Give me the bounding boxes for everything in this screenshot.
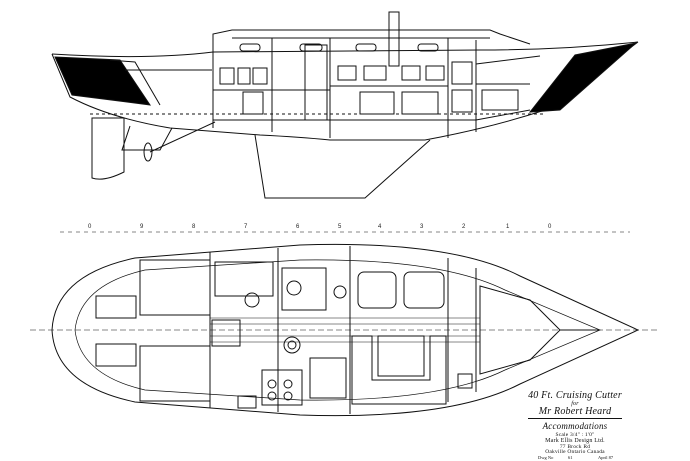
galley-sink <box>283 336 301 354</box>
for-label: for <box>571 401 579 407</box>
icebox <box>309 357 347 399</box>
head-compartment <box>281 267 327 311</box>
station-number: 4 <box>378 224 382 230</box>
locker <box>337 65 357 81</box>
locker <box>481 89 519 111</box>
saloon-chair <box>403 271 445 309</box>
locker <box>425 65 445 81</box>
skeg <box>121 125 173 151</box>
cockpit-locker <box>95 295 137 319</box>
firm-address: 77 Brock Rd <box>559 444 591 450</box>
stove-burner <box>267 379 277 389</box>
station-number: 2 <box>462 224 466 230</box>
stove-burner <box>267 391 277 401</box>
propeller <box>143 142 153 162</box>
plan-view <box>30 243 660 417</box>
head-toilet <box>286 280 302 296</box>
door <box>304 44 328 121</box>
nav-seat <box>242 91 264 115</box>
galley-sink-inner <box>287 340 297 350</box>
station-number: 7 <box>244 224 248 230</box>
locker <box>401 65 421 81</box>
stern-dark-panel <box>54 56 152 106</box>
profile-view <box>51 11 639 199</box>
design-firm: Mark Ellis Design Ltd. <box>545 438 605 444</box>
v-berth <box>479 285 561 375</box>
station-number: 3 <box>420 224 424 230</box>
bow-dark-panel <box>528 42 638 113</box>
station-number: 0 <box>548 224 552 230</box>
locker <box>219 67 235 85</box>
v-berth <box>475 55 541 121</box>
profile-sheer <box>51 41 639 58</box>
portlight <box>417 43 439 52</box>
station-numbers: 0 9 8 7 6 5 4 3 2 1 0 <box>88 224 552 230</box>
station-number: 6 <box>296 224 300 230</box>
portlight <box>239 43 261 52</box>
quarter-berth <box>139 345 211 402</box>
companionway <box>211 319 241 347</box>
station-number: 9 <box>140 224 144 230</box>
washbasin <box>333 285 347 299</box>
settee <box>359 91 395 115</box>
station-number: 0 <box>88 224 92 230</box>
saloon-chair <box>357 271 397 309</box>
station-number: 8 <box>192 224 196 230</box>
stove-burner <box>283 391 293 401</box>
rudder <box>91 117 125 180</box>
nav-station <box>214 261 274 297</box>
cockpit-locker <box>95 343 137 367</box>
locker <box>451 89 473 113</box>
dinette-table <box>377 335 425 377</box>
keel <box>254 134 431 199</box>
station-number: 1 <box>506 224 510 230</box>
locker <box>237 67 251 85</box>
stern-hatch <box>109 59 212 106</box>
mast <box>388 11 400 67</box>
u-settee <box>351 335 447 405</box>
portlight <box>299 43 323 52</box>
stove-burner <box>283 379 293 389</box>
drawing-title: 40 Ft. Cruising Cutter <box>528 390 622 401</box>
cabin-trunk <box>212 29 531 52</box>
hatch <box>237 395 257 409</box>
portlight <box>355 43 377 52</box>
galley-counter <box>261 369 303 406</box>
firm-city: Oakville Ontario Canada <box>545 449 605 455</box>
client-name: Mr Robert Heard <box>528 406 622 419</box>
scale-note: Scale 3/4" : 1'0" <box>555 432 595 438</box>
locker <box>252 67 268 85</box>
dwg-number: 61 <box>568 455 573 460</box>
nav-seat <box>244 292 260 308</box>
locker <box>451 61 473 85</box>
sheet-title: Accommodations <box>542 421 608 431</box>
prop-shaft <box>149 121 216 153</box>
locker <box>363 65 387 81</box>
settee <box>401 91 439 115</box>
dwg-label: Dwg No <box>538 455 554 460</box>
station-number: 5 <box>338 224 342 230</box>
hatch <box>457 373 473 389</box>
drawing-date: April 87 <box>598 455 614 460</box>
